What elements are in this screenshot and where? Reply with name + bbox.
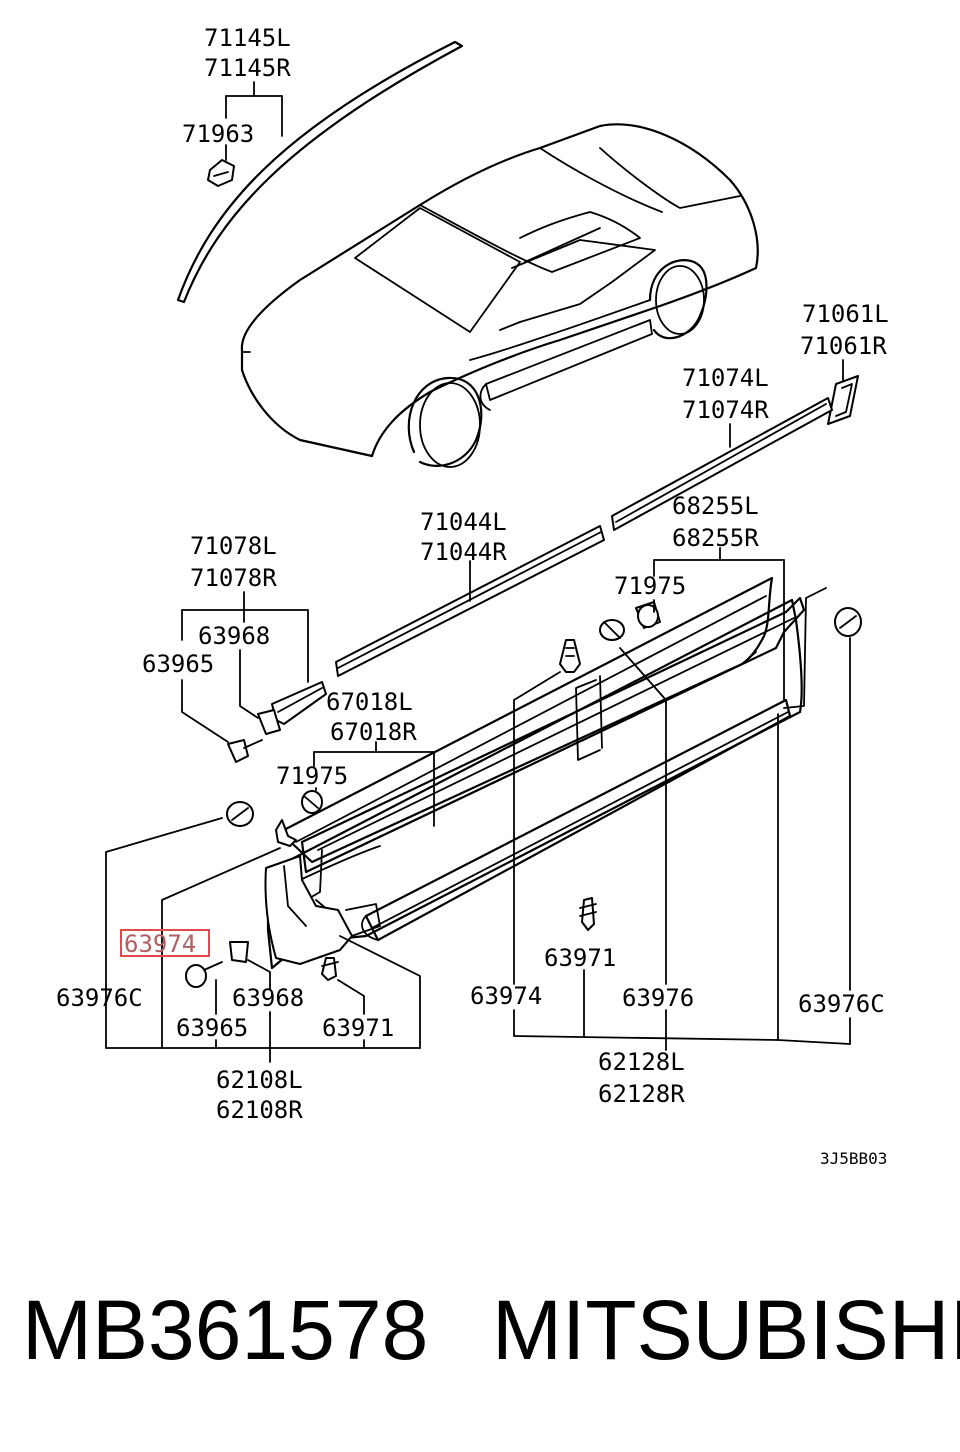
label-71044L[interactable]: 71044L [420, 508, 507, 536]
roof-drip-molding [176, 40, 464, 304]
screw-63971-right [579, 897, 597, 931]
label-71145R[interactable]: 71145R [204, 54, 291, 82]
label-67018L[interactable]: 67018L [326, 688, 413, 716]
label-71061L[interactable]: 71061L [802, 300, 889, 328]
side-sill-molding [361, 698, 792, 942]
label-71078R[interactable]: 71078R [190, 564, 277, 592]
label-63968-upper[interactable]: 63968 [198, 622, 270, 650]
rear-wheel [648, 259, 708, 340]
leader-71145 [225, 81, 283, 161]
front-wheel [407, 376, 483, 468]
side-sill-extension [266, 587, 827, 970]
leader-71078 [181, 591, 309, 743]
screw-63971-lower [321, 957, 339, 981]
clip-63974-left [275, 819, 297, 847]
clip-63968-lower [229, 941, 249, 963]
label-63965-lower[interactable]: 63965 [176, 1014, 248, 1042]
leader-68255 [653, 547, 785, 701]
label-71074L[interactable]: 71074L [682, 364, 769, 392]
callout-labels: 71145L 71145R 71963 71061L 71061R 71074L… [56, 24, 889, 1168]
part-number: MB361578 [22, 1283, 429, 1377]
rear-door-molding [611, 397, 833, 531]
clip-71975-upper [635, 601, 661, 629]
label-63976C-right[interactable]: 63976C [798, 990, 885, 1018]
screw-63965-lower [185, 961, 223, 988]
label-68255R[interactable]: 68255R [672, 524, 759, 552]
label-67018R[interactable]: 67018R [330, 718, 417, 746]
label-71145L[interactable]: 71145L [204, 24, 291, 52]
clip-63974-rocker [559, 639, 581, 673]
label-63974-right[interactable]: 63974 [470, 982, 542, 1010]
leader-62108 [105, 817, 421, 1063]
car-body-outline [240, 123, 759, 458]
label-62128L[interactable]: 62128L [598, 1048, 685, 1076]
label-71074R[interactable]: 71074R [682, 396, 769, 424]
label-62108R[interactable]: 62108R [216, 1096, 303, 1124]
label-71975-upper[interactable]: 71975 [614, 572, 686, 600]
label-71078L[interactable]: 71078L [190, 532, 277, 560]
footer-caption: MB361578 MITSUBISHI [0, 1282, 960, 1392]
leader-67018 [313, 741, 435, 827]
label-63971-right[interactable]: 63971 [544, 944, 616, 972]
label-71975-lower[interactable]: 71975 [276, 762, 348, 790]
label-71061R[interactable]: 71061R [800, 332, 887, 360]
rear-fender-trim [827, 375, 859, 425]
label-62128R[interactable]: 62128R [598, 1080, 685, 1108]
label-71044R[interactable]: 71044R [420, 538, 507, 566]
label-63965-upper[interactable]: 63965 [142, 650, 214, 678]
rocker-garnish [278, 576, 774, 864]
front-fender-molding [271, 681, 327, 725]
clip-63976-rocker [599, 619, 625, 641]
clip-71963 [207, 159, 235, 187]
diagram-code: 3J5BB03 [820, 1149, 887, 1168]
clip-63976c-right [834, 607, 862, 637]
label-62108L[interactable]: 62108L [216, 1066, 303, 1094]
label-71963[interactable]: 71963 [182, 120, 254, 148]
label-63976[interactable]: 63976 [622, 984, 694, 1012]
clip-63976c-left [226, 801, 254, 827]
clip-71975-lower [301, 790, 323, 814]
label-63971-lower[interactable]: 63971 [322, 1014, 394, 1042]
screw-63965-upper [227, 739, 263, 763]
label-68255L[interactable]: 68255L [672, 492, 759, 520]
label-63968-lower[interactable]: 63968 [232, 984, 304, 1012]
clip-63968-upper [257, 709, 281, 735]
rocker-panel-lower [299, 596, 806, 881]
leader-62128 [513, 637, 851, 1051]
front-mud-guard [264, 855, 353, 965]
brand-name: MITSUBISHI [492, 1283, 960, 1377]
selected-part-highlight [120, 929, 210, 957]
label-63974-highlighted[interactable]: 63974 [124, 930, 196, 958]
label-63976C-left[interactable]: 63976C [56, 984, 143, 1012]
